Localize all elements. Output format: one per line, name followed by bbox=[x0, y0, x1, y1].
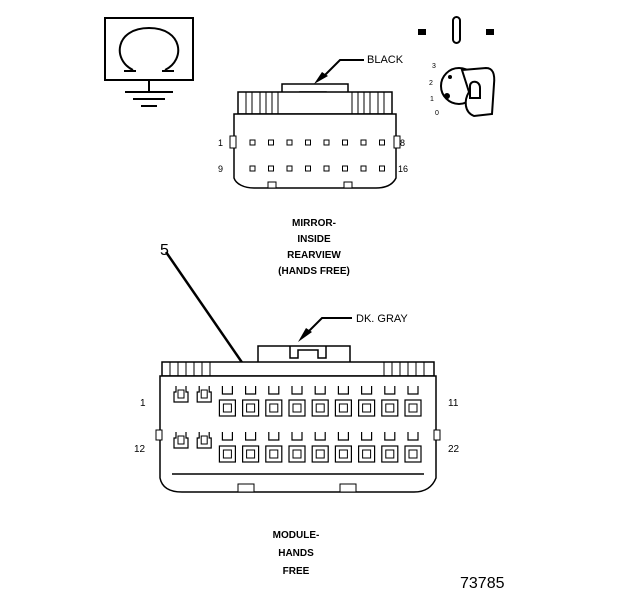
module-wire-color-label: DK. GRAY bbox=[356, 313, 408, 325]
mirror-pin-cavity bbox=[249, 165, 256, 172]
module-connector bbox=[155, 251, 441, 493]
module-pin-cavity bbox=[242, 386, 260, 417]
module-pin-cavity bbox=[358, 386, 376, 417]
mirror-pin-cavity bbox=[379, 139, 385, 146]
mirror-pin-cavity bbox=[323, 139, 330, 146]
module-title-line3: FREE bbox=[283, 566, 310, 577]
mirror-pin-cavity bbox=[323, 165, 330, 172]
module-pin-cavity bbox=[288, 386, 306, 417]
mirror-wire-color-label: BLACK bbox=[367, 54, 404, 66]
module-pin-cavity bbox=[404, 386, 422, 417]
module-pin-cavity bbox=[265, 432, 283, 463]
module-pin-cavity bbox=[381, 386, 399, 417]
module-pin-22-label: 22 bbox=[448, 444, 460, 455]
mirror-connector bbox=[229, 59, 401, 189]
mirror-pin-16-label: 16 bbox=[398, 164, 408, 174]
module-pin-cavity bbox=[358, 432, 376, 463]
mirror-pin-cavity bbox=[268, 139, 274, 146]
ignition-key-icon bbox=[418, 16, 496, 118]
mirror-pin-cavity bbox=[342, 165, 348, 172]
module-pin-cavity bbox=[334, 386, 352, 417]
mirror-title-line1: MIRROR- bbox=[292, 218, 336, 229]
mirror-pin-cavity bbox=[342, 139, 348, 146]
mirror-pin-1-label: 1 bbox=[218, 138, 223, 148]
mirror-title-line2: INSIDE bbox=[297, 234, 331, 245]
module-pin-cavity bbox=[173, 432, 189, 449]
key-position-3: 3 bbox=[432, 63, 436, 70]
mirror-pin-cavity bbox=[268, 165, 274, 172]
mirror-title-line3: REARVIEW bbox=[287, 250, 341, 261]
module-pin-cavity bbox=[242, 432, 260, 463]
module-pin-1-label: 1 bbox=[140, 398, 146, 409]
key-position-2: 2 bbox=[429, 80, 433, 87]
mirror-pin-cavity bbox=[379, 165, 385, 172]
mirror-pin-cavity bbox=[249, 139, 256, 146]
module-pin-cavity bbox=[218, 432, 236, 463]
mirror-pin-cavity bbox=[286, 165, 293, 172]
module-title-line1: MODULE- bbox=[273, 530, 320, 541]
figure-id: 73785 bbox=[460, 575, 505, 592]
module-pin-cavity bbox=[173, 386, 189, 403]
key-position-1: 1 bbox=[430, 96, 434, 103]
module-pin-cavity bbox=[311, 386, 329, 417]
module-pin-12-label: 12 bbox=[134, 444, 146, 455]
module-pin-cavity bbox=[196, 386, 212, 403]
module-pin-cavity bbox=[404, 432, 422, 463]
mirror-pin-cavity bbox=[286, 139, 293, 146]
module-pin-cavity bbox=[334, 432, 352, 463]
mirror-pin-8-label: 8 bbox=[400, 138, 405, 148]
module-pin-cavity bbox=[311, 432, 329, 463]
mirror-title-line4: (HANDS FREE) bbox=[278, 266, 350, 277]
mirror-pin-cavity bbox=[360, 139, 367, 146]
mirror-pin-cavity bbox=[305, 165, 311, 172]
module-pin-cavity bbox=[381, 432, 399, 463]
module-pin-cavity bbox=[288, 432, 306, 463]
key-position-0: 0 bbox=[435, 110, 439, 117]
callout-number: 5 bbox=[160, 242, 169, 259]
mirror-pin-9-label: 9 bbox=[218, 164, 223, 174]
module-pin-cavity bbox=[196, 432, 212, 449]
module-title-line2: HANDS bbox=[278, 548, 314, 559]
ground-symbol-icon bbox=[104, 17, 194, 107]
module-pin-cavity bbox=[265, 386, 283, 417]
mirror-pin-cavity bbox=[305, 139, 311, 146]
module-pin-grid bbox=[173, 386, 422, 463]
mirror-pin-grid bbox=[249, 139, 385, 172]
mirror-pin-cavity bbox=[360, 165, 367, 172]
module-pin-cavity bbox=[218, 386, 236, 417]
module-pin-11-label: 11 bbox=[448, 398, 459, 409]
